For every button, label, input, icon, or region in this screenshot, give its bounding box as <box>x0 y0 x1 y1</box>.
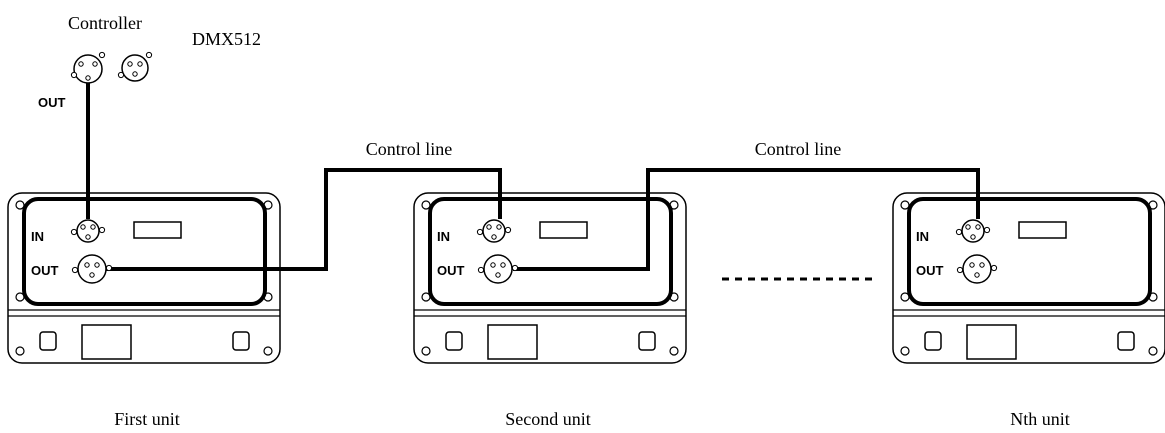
screw-hole-icon <box>669 346 679 356</box>
unit-name-label-1: First unit <box>114 409 180 429</box>
in-label: IN <box>916 229 929 244</box>
control-panel <box>22 197 267 306</box>
unit-name-label-3: Nth unit <box>1010 409 1070 429</box>
side-button <box>924 331 942 351</box>
front-panel-button <box>487 324 538 360</box>
controller-out-label: OUT <box>38 95 66 110</box>
control-line-label-1: Control line <box>366 139 453 159</box>
unit-housing <box>7 192 281 364</box>
dmx-in-connector-icon <box>476 219 512 243</box>
unit-1: IN OUT <box>7 192 281 364</box>
screw-hole-icon <box>263 346 273 356</box>
unit-housing <box>892 192 1165 364</box>
units-layer: IN OUT IN OUT IN OUT <box>7 192 1165 364</box>
screw-hole-icon <box>15 200 25 210</box>
unit-housing <box>413 192 687 364</box>
dmx-out-connector-icon <box>477 254 519 284</box>
screw-hole-icon <box>421 346 431 356</box>
dmx-in-connector-icon <box>955 219 991 243</box>
front-panel-button <box>81 324 132 360</box>
cables <box>86 82 980 271</box>
out-label: OUT <box>437 263 465 278</box>
unit-2: IN OUT <box>413 192 687 364</box>
side-button <box>39 331 57 351</box>
controller-in-connector-icon <box>117 51 153 82</box>
display-window <box>1018 221 1067 239</box>
out-label: OUT <box>916 263 944 278</box>
display-window <box>133 221 182 239</box>
unit-name-label-2: Second unit <box>505 409 591 429</box>
in-label: IN <box>437 229 450 244</box>
controller-label: Controller <box>68 13 142 33</box>
control-line-1-cable <box>106 168 502 271</box>
side-button <box>1117 331 1135 351</box>
side-button <box>232 331 250 351</box>
front-panel-button <box>966 324 1017 360</box>
dmx-out-connector-icon <box>71 254 113 284</box>
control-panel <box>428 197 673 306</box>
protocol-label: DMX512 <box>192 29 261 49</box>
screw-hole-icon <box>900 346 910 356</box>
unit-3: IN OUT <box>892 192 1165 364</box>
controller-out-connector-icon <box>70 51 106 84</box>
out-label: OUT <box>31 263 59 278</box>
control-line-2-cable <box>513 168 980 271</box>
control-line-label-2: Control line <box>755 139 842 159</box>
control-panel <box>907 197 1152 306</box>
dmx-out-connector-icon <box>956 254 998 284</box>
in-label: IN <box>31 229 44 244</box>
side-button <box>445 331 463 351</box>
screw-hole-icon <box>15 346 25 356</box>
display-window <box>539 221 588 239</box>
screw-hole-icon <box>421 200 431 210</box>
side-button <box>638 331 656 351</box>
dmx-in-connector-icon <box>70 219 106 243</box>
screw-hole-icon <box>900 200 910 210</box>
screw-hole-icon <box>1148 346 1158 356</box>
